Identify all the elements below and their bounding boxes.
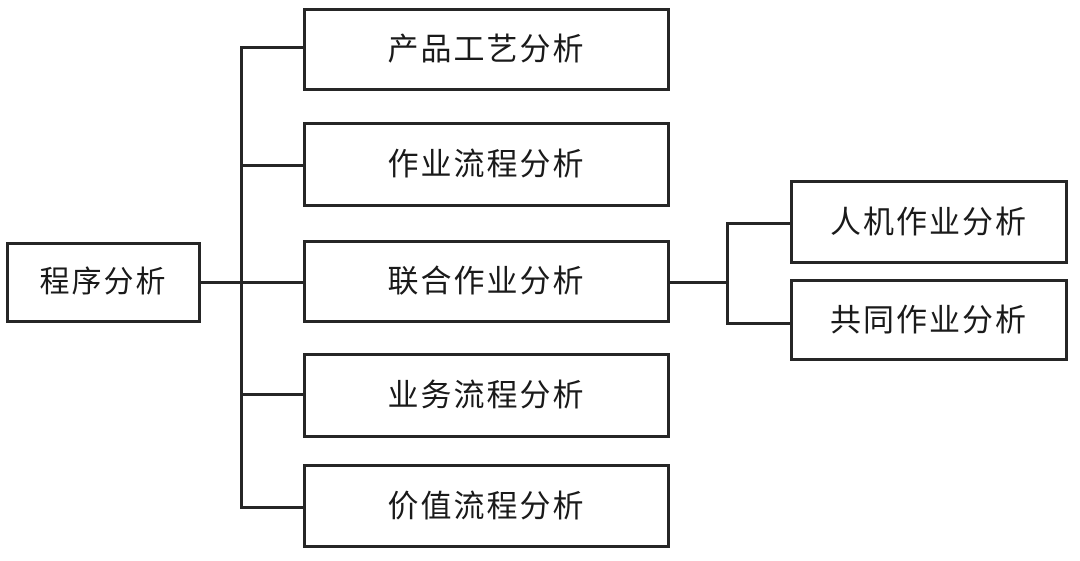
node-joint-operation-analysis-label: 联合作业分析 — [387, 264, 586, 299]
connector-branch-joint-work — [726, 322, 792, 325]
connector-branch-product-process — [240, 46, 305, 49]
node-value-flow-analysis[interactable]: 价值流程分析 — [303, 464, 670, 548]
node-product-process-analysis-label: 产品工艺分析 — [387, 32, 586, 67]
connector-right-trunk — [726, 222, 729, 325]
connector-branch-man-machine — [726, 222, 792, 225]
node-man-machine-operation-analysis-label: 人机作业分析 — [830, 204, 1028, 240]
connector-joint-to-right-trunk — [668, 281, 729, 284]
node-product-process-analysis[interactable]: 产品工艺分析 — [303, 8, 670, 91]
connector-branch-value-flow — [240, 506, 305, 509]
node-joint-work-analysis-label: 共同作业分析 — [830, 302, 1028, 338]
connector-branch-joint-operation — [240, 281, 305, 284]
node-operation-flow-analysis[interactable]: 作业流程分析 — [303, 122, 670, 207]
node-man-machine-operation-analysis[interactable]: 人机作业分析 — [790, 180, 1068, 264]
connector-root-to-trunk — [200, 281, 243, 284]
node-root-label: 程序分析 — [39, 265, 168, 299]
node-operation-flow-analysis-label: 作业流程分析 — [387, 147, 586, 182]
node-business-flow-analysis-label: 业务流程分析 — [387, 378, 586, 413]
connector-left-trunk — [240, 46, 243, 509]
node-root-program-analysis[interactable]: 程序分析 — [6, 242, 201, 323]
node-joint-work-analysis[interactable]: 共同作业分析 — [790, 279, 1068, 361]
node-business-flow-analysis[interactable]: 业务流程分析 — [303, 353, 670, 438]
node-value-flow-analysis-label: 价值流程分析 — [387, 488, 586, 524]
connector-branch-business-flow — [240, 393, 305, 396]
node-joint-operation-analysis[interactable]: 联合作业分析 — [303, 240, 670, 323]
connector-branch-operation-flow — [240, 164, 305, 167]
